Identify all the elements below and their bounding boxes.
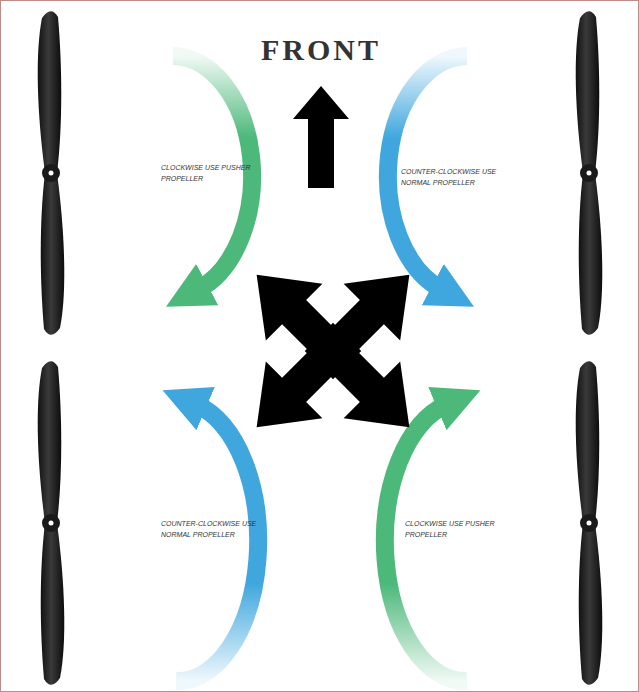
propeller xyxy=(576,11,603,335)
front-arrow xyxy=(293,86,349,188)
rotation-note: CLOCKWISE USE PUSHER PROPELLER xyxy=(405,519,503,540)
rotation-arrow xyxy=(385,405,467,681)
rotation-note: COUNTER-CLOCKWISE USE NORMAL PROPELLER xyxy=(401,167,499,188)
direction-cross xyxy=(228,246,437,455)
propeller xyxy=(38,361,65,685)
heading: FRONT xyxy=(261,33,381,67)
rotation-arrow xyxy=(176,405,258,681)
rotation-arrow xyxy=(173,56,252,289)
rotation-note: COUNTER-CLOCKWISE USE NORMAL PROPELLER xyxy=(161,519,259,540)
propeller xyxy=(576,361,603,685)
rotation-note: CLOCKWISE USE PUSHER PROPELLER xyxy=(161,163,259,184)
propeller xyxy=(38,11,65,335)
